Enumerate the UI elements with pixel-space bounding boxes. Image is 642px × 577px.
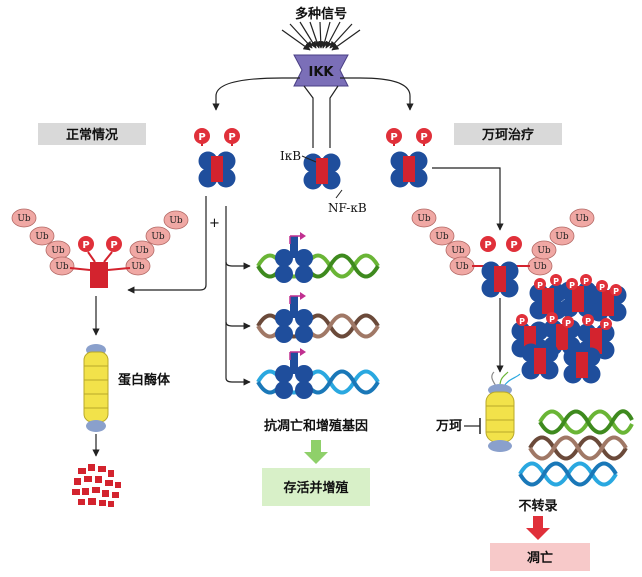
normal-condition-label: 正常情况 xyxy=(66,127,118,143)
svg-text:P: P xyxy=(519,317,525,326)
svg-text:Ub: Ub xyxy=(51,246,65,256)
degraded-peptides xyxy=(72,464,121,507)
svg-text:Ub: Ub xyxy=(451,246,465,256)
svg-text:Ub: Ub xyxy=(555,232,569,242)
svg-text:P: P xyxy=(569,281,575,290)
svg-text:Ub: Ub xyxy=(537,246,551,256)
apoptosis-label: 凋亡 xyxy=(527,550,553,566)
bortezomib-label: 万珂 xyxy=(435,419,462,434)
proteasome-icon xyxy=(83,344,109,432)
svg-text:P: P xyxy=(585,317,591,326)
svg-text:Ub: Ub xyxy=(35,232,49,242)
signals-label: 多种信号 xyxy=(295,6,347,22)
svg-text:Ub: Ub xyxy=(169,216,183,226)
ikb-label: IκB xyxy=(280,149,301,163)
svg-text:P: P xyxy=(390,132,397,143)
svg-text:P: P xyxy=(599,283,605,292)
svg-text:Ub: Ub xyxy=(435,232,449,242)
arrow-ikk-to-bortezomib xyxy=(340,77,414,111)
svg-text:P: P xyxy=(553,277,559,286)
svg-text:Ub: Ub xyxy=(533,262,547,272)
bortezomib-treatment-box: 万珂治疗 xyxy=(454,123,562,145)
ikk-kinase: IKK xyxy=(293,54,349,87)
arrow-to-ubiquitination-right xyxy=(432,167,504,231)
phosphorylated-complex-left: P P xyxy=(193,127,241,188)
svg-text:Ub: Ub xyxy=(17,214,31,224)
accumulated-complexes-cluster: P P P P P P P P P P P xyxy=(511,274,627,384)
svg-text:P: P xyxy=(613,287,619,296)
untranscribed-dna-1 xyxy=(538,409,634,435)
gene-dna-1 xyxy=(256,232,380,283)
svg-text:P: P xyxy=(420,132,427,143)
svg-text:P: P xyxy=(110,240,117,251)
svg-text:Ub: Ub xyxy=(131,262,145,272)
ikk-link-left xyxy=(303,85,314,148)
plus-sign: + xyxy=(209,216,220,231)
arrow-to-gene-3 xyxy=(225,322,251,386)
phosphorylated-complex-right: P P xyxy=(385,127,433,188)
svg-text:P: P xyxy=(583,277,589,286)
apoptosis-box: 凋亡 xyxy=(490,543,590,571)
svg-text:P: P xyxy=(484,240,491,251)
ikk-label: IKK xyxy=(309,65,335,80)
ikb-nfkb-complex: IκB NF-κB xyxy=(280,149,367,215)
no-transcription-label: 不转录 xyxy=(518,498,557,514)
svg-text:Ub: Ub xyxy=(417,214,431,224)
untranscribed-dna-3 xyxy=(518,461,618,487)
blocked-proteasome-icon xyxy=(485,371,521,452)
svg-text:Ub: Ub xyxy=(575,214,589,224)
svg-text:P: P xyxy=(537,281,543,290)
svg-text:Ub: Ub xyxy=(455,262,469,272)
arrow-to-gene-2 xyxy=(225,262,251,330)
nfkb-label: NF-κB xyxy=(328,201,367,215)
signal-arrows xyxy=(281,21,361,51)
svg-text:P: P xyxy=(565,319,571,328)
svg-text:P: P xyxy=(228,132,235,143)
genes-label: 抗凋亡和增殖基因 xyxy=(264,418,368,434)
svg-text:P: P xyxy=(549,315,555,324)
proteasome-label: 蛋白酶体 xyxy=(118,372,171,388)
svg-text:P: P xyxy=(198,132,205,143)
gene-dna-3 xyxy=(256,348,380,399)
svg-text:Ub: Ub xyxy=(55,262,69,272)
svg-text:P: P xyxy=(603,321,609,330)
svg-text:P: P xyxy=(82,240,89,251)
svg-text:P: P xyxy=(510,240,517,251)
gene-dna-2 xyxy=(256,292,380,343)
arrow-ikk-to-normal xyxy=(212,77,300,111)
arrow-to-ubiquitination xyxy=(127,196,207,294)
svg-text:Ub: Ub xyxy=(151,232,165,242)
survival-proliferation-label: 存活并增殖 xyxy=(283,480,348,496)
untranscribed-dna-2 xyxy=(528,435,628,461)
ubiquitinated-ikb-left: Ub Ub Ub Ub Ub Ub Ub Ub P P xyxy=(11,208,189,288)
normal-condition-box: 正常情况 xyxy=(38,123,146,145)
survival-proliferation-box: 存活并增殖 xyxy=(262,468,370,506)
ubiquitinated-ikb-right: Ub Ub Ub Ub Ub Ub Ub Ub P P xyxy=(411,208,595,298)
arrow-to-apoptosis xyxy=(526,516,550,540)
arrow-to-survival xyxy=(304,440,328,464)
ikk-link-right xyxy=(329,85,339,148)
arrow-to-gene-1 xyxy=(225,206,251,270)
bortezomib-treatment-label: 万珂治疗 xyxy=(481,127,534,143)
svg-text:Ub: Ub xyxy=(135,246,149,256)
